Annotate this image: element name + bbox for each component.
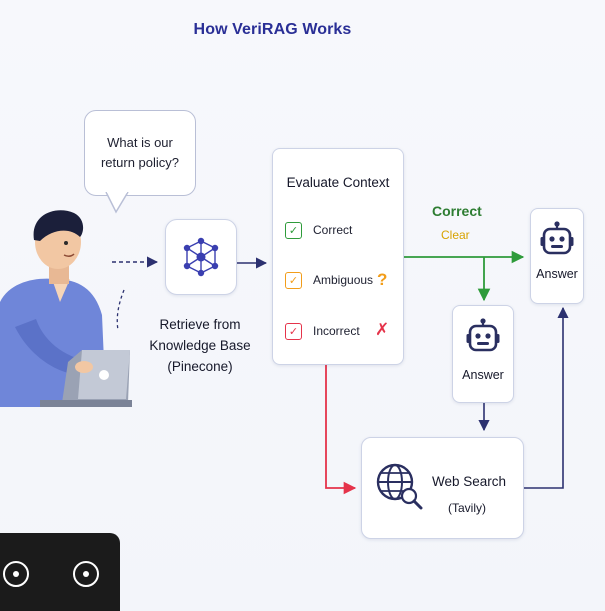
question-line-1: What is our <box>107 134 173 150</box>
web-search-subtitle: (Tavily) <box>448 501 486 515</box>
incorrect-check-icon: ✓ <box>285 322 302 340</box>
arrow-bubble-down <box>116 289 125 331</box>
web-search-title: Web Search <box>432 474 507 489</box>
page-title: How VeriRAG Works <box>193 21 352 38</box>
robot-icon <box>540 221 574 255</box>
correct-branch-label: Correct <box>432 203 482 219</box>
rotate-left-icon[interactable] <box>3 561 29 587</box>
answer-label-middle: Answer <box>462 368 504 382</box>
retrieve-line-2: Knowledge Base <box>149 337 251 353</box>
evaluate-context-card: Evaluate Context ✓ Correct ✓ Ambiguous ✓… <box>272 148 404 365</box>
ambiguous-check-icon: ✓ <box>285 271 302 289</box>
arrow-web-to-answer <box>523 306 569 489</box>
option-correct-label: Correct <box>313 223 353 237</box>
question-bubble: What is our return policy? <box>84 110 196 196</box>
option-incorrect: ✓ Incorrect <box>285 320 360 342</box>
bubble-tail <box>105 192 129 214</box>
robot-icon <box>466 318 500 352</box>
correct-check-icon: ✓ <box>285 221 302 239</box>
option-correct: ✓ Correct <box>285 219 352 241</box>
globe-search-icon <box>376 463 423 510</box>
option-ambiguous: ✓ Ambiguous <box>285 269 373 291</box>
arrow-incorrect-to-web <box>325 364 357 495</box>
question-mark-icon: ? <box>377 270 388 289</box>
question-line-2: return policy? <box>100 155 180 170</box>
retrieve-line-1: Retrieve from <box>159 317 241 332</box>
network-graph-icon <box>183 237 219 277</box>
answer-label-right: Answer <box>536 267 578 281</box>
answer-card-right: Answer <box>530 208 584 304</box>
viewer-toolbar <box>0 533 120 611</box>
rotate-right-icon[interactable] <box>73 561 99 587</box>
knowledge-base-card <box>165 219 237 295</box>
cross-mark-icon: ✗ <box>375 320 390 339</box>
option-incorrect-label: Incorrect <box>313 324 360 338</box>
person-illustration <box>0 210 132 407</box>
correct-branch-sublabel: Clear <box>441 228 470 242</box>
evaluate-title: Evaluate Context <box>286 175 390 190</box>
retrieve-line-3: (Pinecone) <box>167 358 233 374</box>
web-search-card: Web Search (Tavily) <box>361 437 524 539</box>
option-ambiguous-label: Ambiguous <box>313 273 374 287</box>
answer-card-middle: Answer <box>452 305 514 403</box>
retrieve-label: Retrieve from Knowledge Base (Pinecone) <box>140 315 260 378</box>
